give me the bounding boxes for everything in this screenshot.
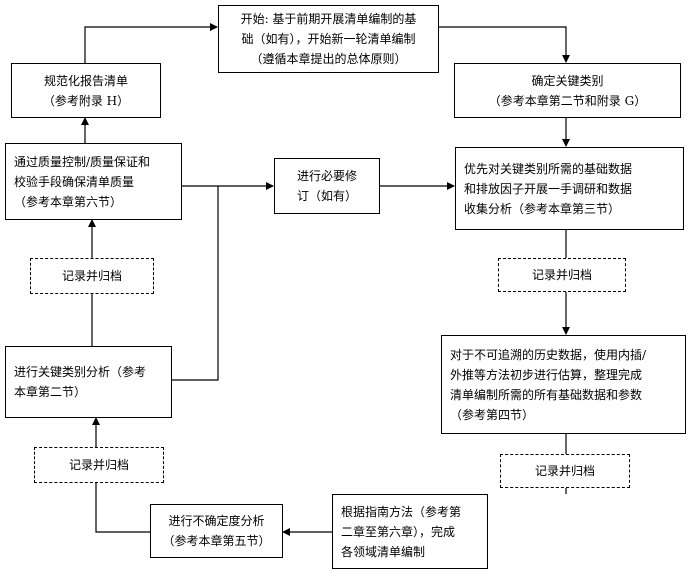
key-analysis-box: 进行关键类别分析（参考 本章第二节） <box>5 346 172 418</box>
start-line-2: 础（如有），开始新一轮清单编制 <box>241 32 416 46</box>
key-category-line-1: 确定关键类别 <box>531 73 604 88</box>
estimation-line-4: （参考第四节） <box>450 407 535 422</box>
data-collection-box: 优先对关键类别所需的基础数据 和排放因子开展一手调研和数据 收集分析（参考本章第… <box>455 147 684 230</box>
qa-qc-line-2: 校验手段确保清单质量 <box>14 174 135 189</box>
line-key-analysis-to-revise <box>172 186 219 381</box>
record-archive-right-1-label: 记录并归档 <box>531 268 592 282</box>
arrow-start-to-key-category <box>439 26 570 63</box>
qa-qc-line-3: （参考本章第六节） <box>14 194 123 209</box>
estimation-box: 对于不可追溯的历史数据，使用内插/ 外推等方法初步进行估算，整理完成 清单编制所… <box>441 335 686 434</box>
record-archive-left-mid-label: 记录并归档 <box>61 269 122 283</box>
report-box: 规范化报告清单 （参考附录 H） <box>11 63 161 118</box>
revise-box: 进行必要修 订（如有） <box>274 158 380 214</box>
arrow-report-to-start <box>84 23 218 63</box>
record-archive-left-mid: 记录并归档 <box>30 258 154 294</box>
uncertainty-line-1: 进行不确定度分析 <box>168 514 265 528</box>
qa-qc-box: 通过质量控制/质量保证和 校验手段确保清单质量 （参考本章第六节） <box>5 143 182 220</box>
estimation-line-1: 对于不可追溯的历史数据，使用内插/ <box>450 347 647 362</box>
key-analysis-line-1: 进行关键类别分析（参考 <box>14 365 147 379</box>
uncertainty-box: 进行不确定度分析 （参考本章第五节） <box>150 504 283 558</box>
data-collection-line-3: 收集分析（参考本章第三节） <box>464 201 621 216</box>
record-archive-left-bottom-label: 记录并归档 <box>68 458 129 472</box>
data-collection-line-1: 优先对关键类别所需的基础数据 <box>464 161 633 176</box>
compile-line-3: 各领域清单编制 <box>341 544 426 559</box>
uncertainty-line-2: （参考本章第五节） <box>162 534 271 548</box>
start-box: 开始: 基于前期开展清单编制的基 础（如有），开始新一轮清单编制 （遵循本章提出… <box>218 5 439 73</box>
start-line-1: 开始: 基于前期开展清单编制的基 <box>240 12 417 26</box>
estimation-line-2: 外推等方法初步进行估算，整理完成 <box>450 367 643 382</box>
estimation-line-3: 清单编制所需的所有基础数据和参数 <box>450 387 643 402</box>
key-category-box: 确定关键类别 （参考本章第二节和附录 G） <box>454 63 681 118</box>
key-analysis-line-2: 本章第二节） <box>14 385 87 399</box>
record-archive-right-2: 记录并归档 <box>500 454 630 488</box>
report-line-1: 规范化报告清单 <box>43 73 128 88</box>
record-archive-right-2-label: 记录并归档 <box>534 464 595 478</box>
revise-line-1: 进行必要修 <box>296 169 357 183</box>
data-collection-line-2: 和排放因子开展一手调研和数据 <box>464 181 633 196</box>
report-line-2: （参考附录 H） <box>42 93 130 108</box>
start-line-3: （遵循本章提出的总体原则） <box>250 52 407 66</box>
compile-box: 根据指南方法（参考第 二章至第六章），完成 各领域清单编制 <box>332 494 488 569</box>
qa-qc-line-1: 通过质量控制/质量保证和 <box>14 154 151 169</box>
compile-line-2: 二章至第六章），完成 <box>341 524 456 539</box>
record-archive-left-bottom: 记录并归档 <box>34 447 164 483</box>
record-archive-right-1: 记录并归档 <box>498 258 626 292</box>
key-category-line-2: （参考本章第二节和附录 G） <box>488 93 647 108</box>
compile-line-1: 根据指南方法（参考第 <box>341 504 462 519</box>
revise-line-2: 订（如有） <box>296 189 357 203</box>
